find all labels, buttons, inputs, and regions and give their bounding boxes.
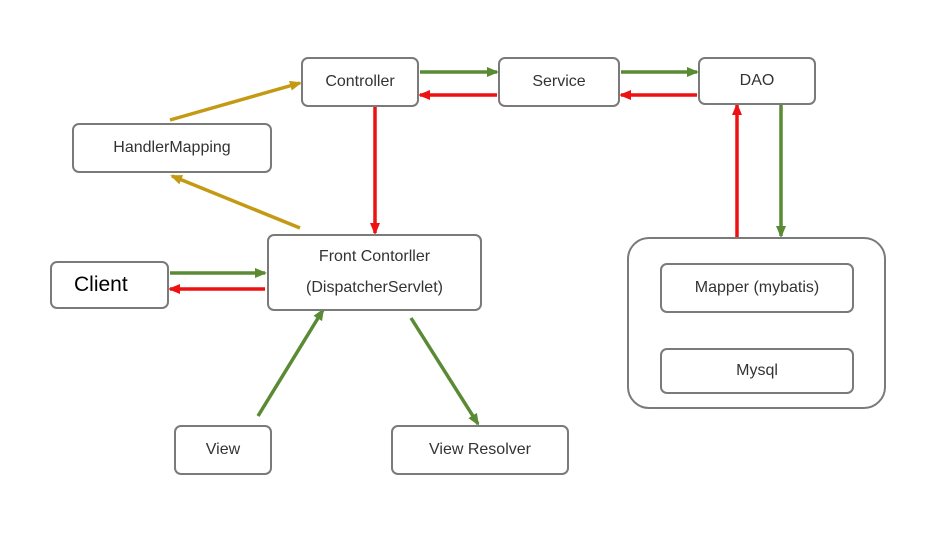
view-label: View: [205, 440, 241, 458]
front-controller-label: Front Contorller: [318, 248, 431, 266]
mapper-label: Mapper (mybatis): [694, 278, 820, 296]
mysql-label: Mysql: [736, 361, 778, 379]
handler-mapping-node: HandlerMapping: [72, 123, 272, 173]
front-controller-sublabel: (DispatcherServlet): [306, 278, 443, 296]
front-controller-text: Front Contorller (DispatcherServlet): [306, 242, 443, 303]
view-resolver-label: View Resolver: [429, 440, 531, 458]
dao-label: DAO: [739, 71, 775, 89]
service-node: Service: [498, 57, 620, 107]
controller-node: Controller: [301, 57, 419, 107]
controller-label: Controller: [325, 72, 395, 90]
arrow-frontcontroller-to-viewresolver: [409, 317, 480, 426]
handler-mapping-label: HandlerMapping: [113, 138, 231, 156]
front-controller-node: Front Contorller (DispatcherServlet): [267, 234, 482, 311]
mapper-node: Mapper (mybatis): [660, 263, 854, 313]
arrow-handlermapping-to-controller: [169, 80, 302, 122]
mysql-node: Mysql: [660, 348, 854, 394]
view-node: View: [174, 425, 272, 475]
client-label: Client: [74, 273, 128, 297]
view-resolver-node: View Resolver: [391, 425, 569, 475]
arrow-frontcontroller-to-handlermapping: [170, 174, 301, 230]
arrow-view-to-frontcontroller: [256, 308, 325, 417]
dao-node: DAO: [698, 57, 816, 105]
service-label: Service: [532, 72, 586, 90]
client-node: Client: [50, 261, 169, 309]
